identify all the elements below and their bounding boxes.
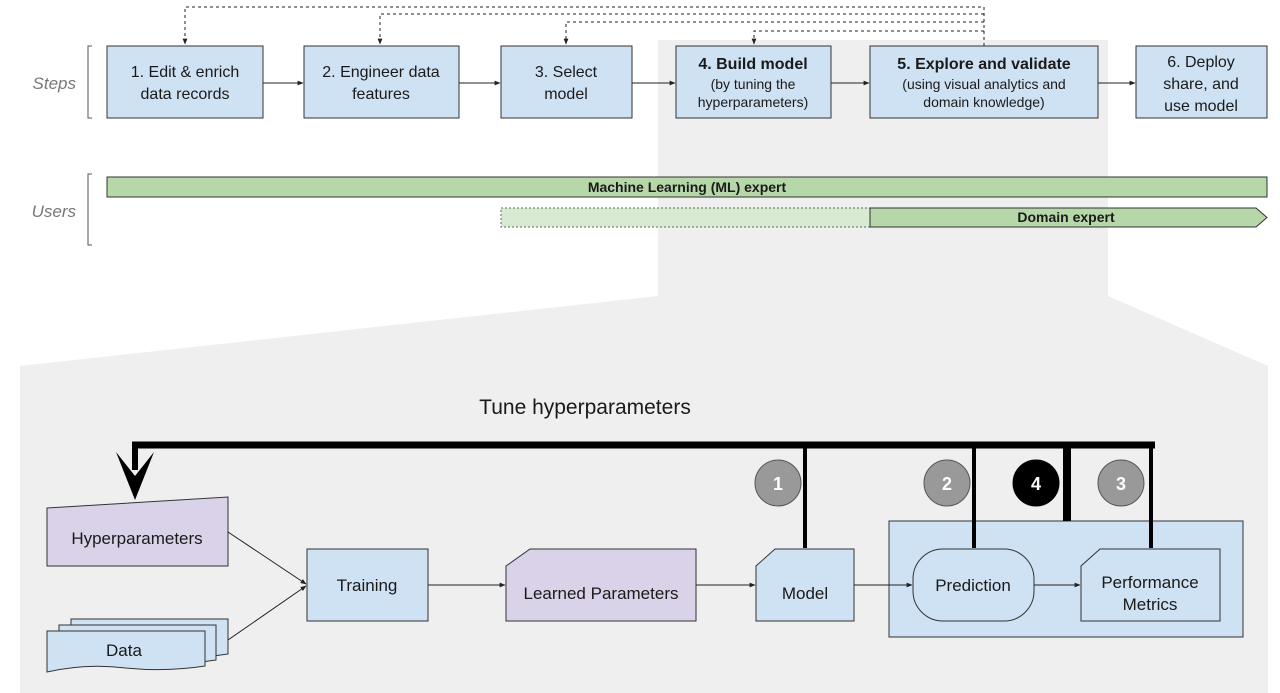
badge-1: 1	[754, 459, 802, 507]
domain-expert-bar: Domain expert	[869, 207, 1268, 228]
step-3-line-2: model	[544, 86, 588, 103]
step-5-sub-1: (using visual analytics and	[902, 76, 1065, 92]
steps-row-bracket	[87, 45, 92, 119]
step-6-box: 6. Deploy share, and use model	[1135, 45, 1268, 119]
performance-metrics-node: Performance Metrics	[1080, 548, 1221, 622]
users-row-bracket	[87, 173, 92, 246]
model-node: Model	[755, 548, 855, 622]
badge-2-label: 2	[942, 474, 952, 494]
step-6-line-1: 6. Deploy	[1167, 54, 1235, 71]
prediction-label: Prediction	[935, 576, 1011, 595]
step-1-line-2: data records	[141, 86, 230, 103]
step-5-title: 5. Explore and validate	[897, 56, 1071, 73]
tuning-feedback-lines	[132, 441, 1155, 548]
step-4-title: 4. Build model	[698, 56, 807, 73]
learned-parameters-label: Learned Parameters	[524, 584, 679, 603]
feedback-arrowhead-icon	[116, 452, 154, 500]
step-2-box: 2. Engineer data features	[303, 45, 460, 119]
step-3-box: 3. Select model	[500, 45, 633, 119]
badge-3-label: 3	[1116, 474, 1126, 494]
badge-1-label: 1	[773, 474, 783, 494]
ml-expert-label: Machine Learning (ML) expert	[588, 179, 787, 195]
data-label: Data	[106, 641, 142, 660]
performance-metrics-line-2: Metrics	[1123, 595, 1178, 614]
steps-row-label: Steps	[33, 74, 77, 93]
badge-4: 4	[1012, 459, 1060, 507]
step-3-line-1: 3. Select	[535, 64, 598, 81]
step-2-line-1: 2. Engineer data	[322, 64, 440, 81]
feedback-loop-lines	[182, 6, 985, 46]
tune-hyperparameters-title: Tune hyperparameters	[479, 396, 691, 419]
step-6-line-3: use model	[1164, 98, 1238, 115]
ml-expert-bar: Machine Learning (ML) expert	[106, 176, 1268, 198]
users-row-label: Users	[32, 202, 77, 221]
step-1-box: 1. Edit & enrich data records	[106, 45, 264, 119]
step-4-box: 4. Build model (by tuning the hyperparam…	[675, 45, 832, 119]
hyperparameters-label: Hyperparameters	[71, 529, 202, 548]
step-1-line-1: 1. Edit & enrich	[131, 64, 240, 81]
training-input-arrows	[227, 531, 307, 641]
step-6-line-2: share, and	[1163, 76, 1239, 93]
badge-2: 2	[923, 459, 971, 507]
domain-expert-bar-faded	[500, 207, 871, 228]
step-4-sub-2: hyperparameters)	[698, 94, 809, 110]
badge-4-label: 4	[1031, 474, 1041, 494]
prediction-node: Prediction	[912, 548, 1035, 622]
model-label: Model	[782, 584, 828, 603]
step-5-sub-2: domain knowledge)	[923, 94, 1044, 110]
domain-expert-label: Domain expert	[1017, 209, 1115, 225]
step-5-box: 5. Explore and validate (using visual an…	[869, 45, 1099, 119]
training-label: Training	[337, 576, 398, 595]
step-4-sub-1: (by tuning the	[711, 76, 796, 92]
data-node: Data	[46, 618, 229, 673]
badge-3: 3	[1097, 459, 1145, 507]
learned-parameters-node: Learned Parameters	[505, 548, 697, 622]
performance-metrics-line-1: Performance	[1101, 573, 1198, 592]
hyperparameters-node: Hyperparameters	[46, 496, 229, 567]
step-2-line-2: features	[352, 86, 410, 103]
training-node: Training	[306, 548, 429, 622]
